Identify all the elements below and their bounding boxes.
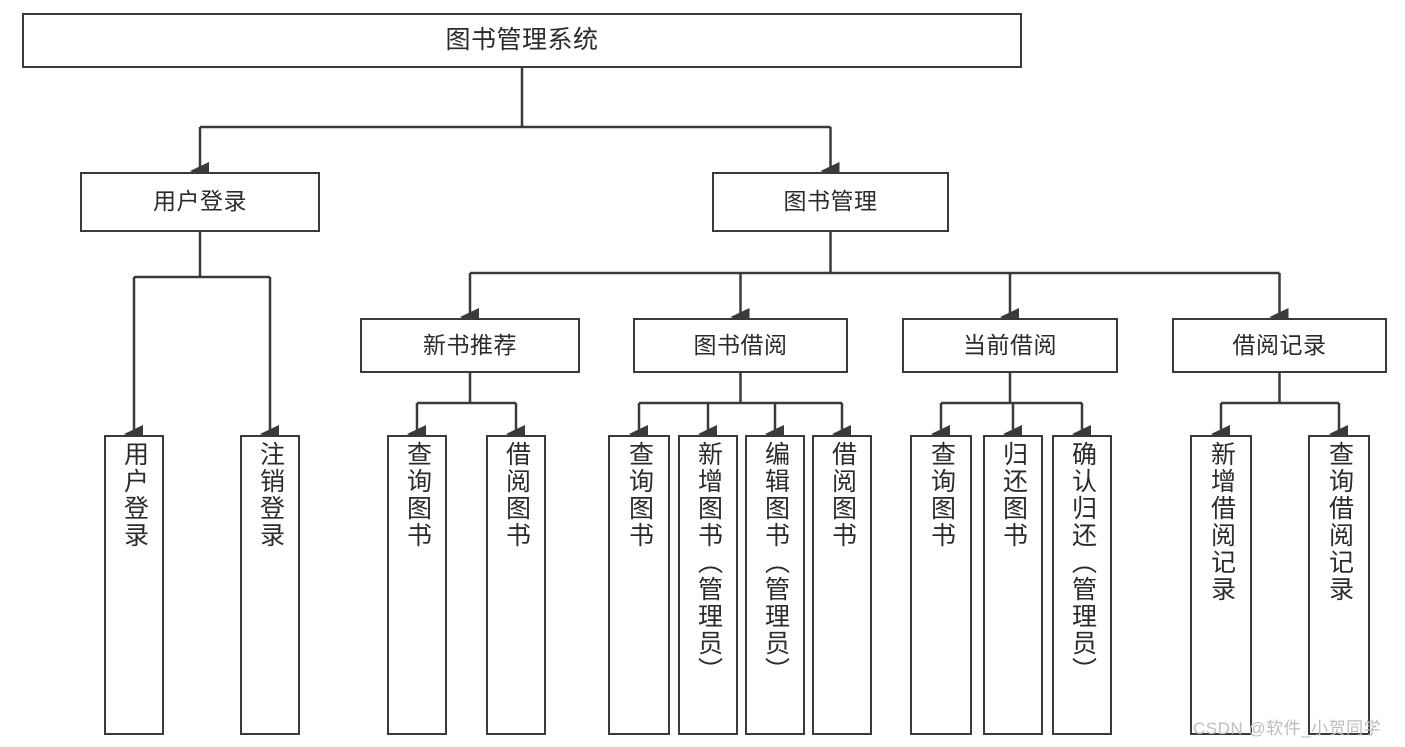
node-leaf-query-book-borrow[interactable]: 查询图书	[608, 435, 670, 735]
node-leaf-user-logout[interactable]: 注销登录	[240, 435, 300, 735]
node-label-leaf-query-book-borrow: 查询图书	[625, 441, 654, 549]
node-label-borrow-record: 借阅记录	[1232, 331, 1327, 358]
node-current-borrow[interactable]: 当前借阅	[902, 318, 1118, 373]
node-label-root: 图书管理系统	[445, 25, 599, 54]
watermark-text: CSDN @软件_小贺同学	[1193, 719, 1382, 738]
node-leaf-query-book-rec[interactable]: 查询图书	[387, 435, 447, 735]
node-leaf-query-book-cur[interactable]: 查询图书	[910, 435, 972, 735]
node-label-leaf-borrow-book-rec: 借阅图书	[502, 441, 531, 549]
node-label-book-manage: 图书管理	[783, 188, 878, 215]
node-leaf-confirm-return[interactable]: 确认归还（管理员）	[1052, 435, 1112, 735]
node-label-user-login: 用户登录	[153, 188, 247, 215]
node-user-login[interactable]: 用户登录	[80, 172, 320, 232]
node-leaf-borrow-book-rec[interactable]: 借阅图书	[486, 435, 546, 735]
node-label-current-borrow: 当前借阅	[963, 331, 1057, 358]
node-leaf-return-book[interactable]: 归还图书	[983, 435, 1043, 735]
connector-lines	[123, 68, 1348, 444]
node-label-book-borrow: 图书借阅	[693, 331, 788, 358]
node-label-leaf-query-book-cur: 查询图书	[927, 441, 956, 549]
node-book-manage[interactable]: 图书管理	[712, 172, 949, 232]
node-label-leaf-return-book: 归还图书	[999, 441, 1028, 549]
node-label-leaf-user-logout: 注销登录	[256, 441, 285, 549]
node-root[interactable]: 图书管理系统	[22, 13, 1022, 68]
node-label-leaf-confirm-return: 确认归还（管理员）	[1068, 441, 1097, 684]
node-leaf-query-record[interactable]: 查询借阅记录	[1308, 435, 1370, 735]
node-label-new-book-rec: 新书推荐	[423, 331, 517, 358]
node-label-leaf-add-book: 新增图书（管理员）	[694, 441, 723, 684]
node-leaf-borrow-book[interactable]: 借阅图书	[812, 435, 872, 735]
node-label-leaf-edit-book: 编辑图书（管理员）	[761, 441, 790, 684]
node-label-leaf-query-book-rec: 查询图书	[403, 441, 432, 549]
node-label-leaf-user-login: 用户登录	[120, 441, 149, 549]
node-leaf-edit-book[interactable]: 编辑图书（管理员）	[745, 435, 805, 735]
node-leaf-add-record[interactable]: 新增借阅记录	[1190, 435, 1252, 735]
node-label-leaf-add-record: 新增借阅记录	[1207, 441, 1236, 603]
node-leaf-user-login[interactable]: 用户登录	[104, 435, 164, 735]
node-borrow-record[interactable]: 借阅记录	[1172, 318, 1387, 373]
node-book-borrow[interactable]: 图书借阅	[633, 318, 848, 373]
node-label-leaf-query-record: 查询借阅记录	[1325, 441, 1354, 603]
node-new-book-rec[interactable]: 新书推荐	[360, 318, 580, 373]
node-label-leaf-borrow-book: 借阅图书	[828, 441, 857, 549]
node-leaf-add-book[interactable]: 新增图书（管理员）	[678, 435, 738, 735]
